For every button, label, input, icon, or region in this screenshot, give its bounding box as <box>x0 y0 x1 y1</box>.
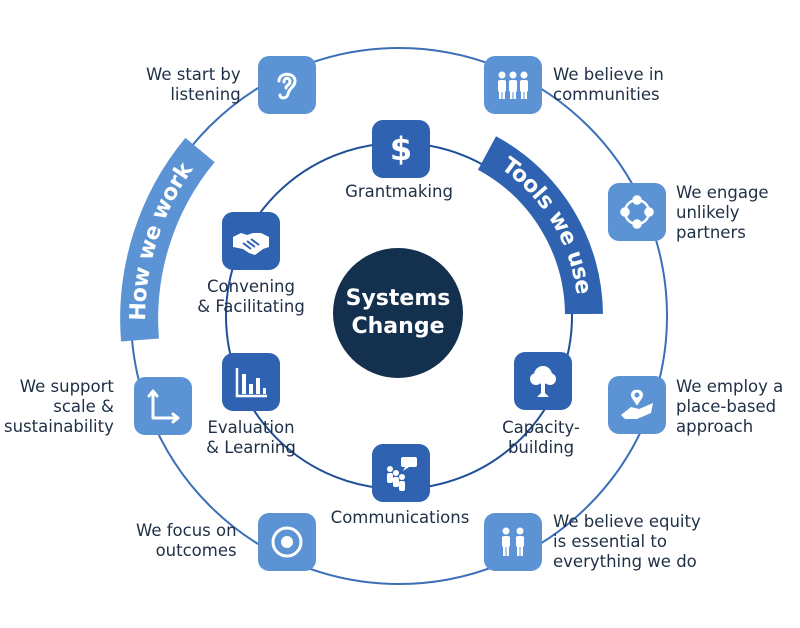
axes-arrows-icon <box>134 377 192 435</box>
two-people-icon <box>484 513 542 571</box>
inner-item-communications: Communications <box>330 508 470 527</box>
inner-item-convening: Convening& Facilitating <box>197 277 305 316</box>
how-we-work-banner <box>120 137 215 342</box>
svg-text:$: $ <box>390 130 412 168</box>
speech-people-icon <box>372 444 430 502</box>
dollar-icon: $ <box>372 120 430 178</box>
inner-item-grantmaking: Grantmaking <box>345 182 453 201</box>
handshake-icon <box>222 212 280 270</box>
map-location-icon <box>608 376 666 434</box>
inner-item-capacity-building: Capacity-building <box>502 418 580 457</box>
inner-item-evaluation: Evaluation& Learning <box>206 418 296 457</box>
bar-chart-icon <box>222 353 280 411</box>
target-icon <box>258 513 316 571</box>
network-circle-icon <box>608 183 666 241</box>
tools-we-use-banner <box>477 136 603 315</box>
community-people-icon <box>484 56 542 114</box>
tree-icon <box>514 352 572 410</box>
ear-icon <box>258 56 316 114</box>
